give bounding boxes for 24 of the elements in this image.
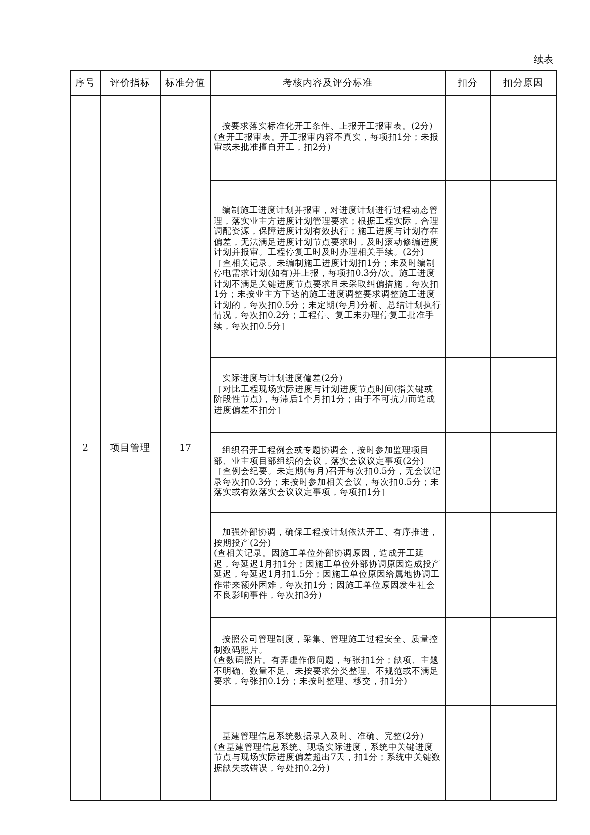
column-header: 序号 <box>76 78 96 88</box>
column-header: 标准分值 <box>166 78 206 88</box>
serial-number: 2 <box>82 442 89 454</box>
continuation-note: 续表 <box>534 54 554 67</box>
column-header: 扣分原因 <box>504 78 544 88</box>
scoring-rule: (查相关记录。因施工单位外部协调原因，造成开工延迟，每延迟1月扣1分；因施工单位外部协调原因造成投产延迟，每延迟1月扣1.5分；因施工单位原因给属地协调工作带来额外困难，每次扣1分；因施工单位原因发生社会不良影响事件，每次扣3分) <box>214 549 442 602</box>
criterion-heading: 按要求落实标准化开工条件、上报开工报审表。(2分) <box>222 122 434 132</box>
standard-score: 17 <box>179 442 192 454</box>
scoring-rule: (查基建管理信息系统、现场实际进度，系统中关键进度节点与现场实际进度偏差超出7天，扣1分；系统中关键数据缺失或错误，每处扣0.2分) <box>214 742 442 774</box>
indicator-name: 项目管理 <box>110 442 150 454</box>
scoring-rule: (查数码照片。有弄虚作假问题，每张扣1分；缺项、主题不明确、数量不足、未按要求分类整理、不规范或不满足要求，每张扣0.1分；未按时整理、移交，扣1分) <box>214 656 440 688</box>
scoring-rule: ［对比工程现场实际进度与计划进度节点时间(指关键或阶段性节点)，每滞后1个月扣1分；由于不可抗力而造成进度偏差不扣分］ <box>214 384 436 416</box>
criterion-heading: 组织召开工程例会或专题协调会，按时参加监理项目部、业主项目部组织的会议，落实会议议定事项(2分) <box>214 446 431 467</box>
column-header: 扣分 <box>458 78 478 88</box>
scoring-rule: ［查例会纪要。未定期(每月)召开每次扣0.5分，无会议记录每次扣0.3分；未按时参加相关会议，每次扣0.5分；未落实或有效落实会议议定事项，每项扣1分］ <box>214 467 442 499</box>
scoring-rule: ［查相关记录。未编制施工进度计划扣1分；未及时编制停电需求计划(如有)并上报，每项扣0.3分/次。施工进度计划不满足关键进度节点要求且未采取纠偏措施，每次扣1分；未按业主方下达的施工进度调整要求调整施工进度计划的，每次扣0.5分；未定期(每月)分析、总结计划执行情况，每次扣0.2分；工程停、复工未办理停复工批准手续，每次扣0.5分］ <box>214 258 442 332</box>
criterion-heading: 编制施工进度计划并报审，对进度计划进行过程动态管理，落实业主方进度计划管理要求；根据工程实际，合理调配资源，保障进度计划有效执行；施工进度与计划存在偏差，无法满足进度计划节点要求时，及时滚动修编进度计划并报审。工程停复工时及时办理相关手续。(2分) <box>214 206 440 258</box>
scoring-rule: (查开工报审表。开工报审内容不真实，每项扣1分；未报审或未批准擅自开工，扣2分) <box>214 132 440 154</box>
criterion-heading: 按照公司管理制度，采集、管理施工过程安全、质量控制数码照片。 <box>214 635 440 656</box>
column-header: 评价指标 <box>110 78 150 88</box>
criterion-heading: 基建管理信息系统数据录入及时、准确、完整(2分) <box>222 732 425 742</box>
column-header: 考核内容及评分标准 <box>283 78 373 88</box>
criterion-heading: 加强外部协调，确保工程按计划依法开工、有序推进，按期投产(2分) <box>214 528 440 549</box>
criterion-heading: 实际进度与计划进度偏差(2分) <box>222 374 344 384</box>
